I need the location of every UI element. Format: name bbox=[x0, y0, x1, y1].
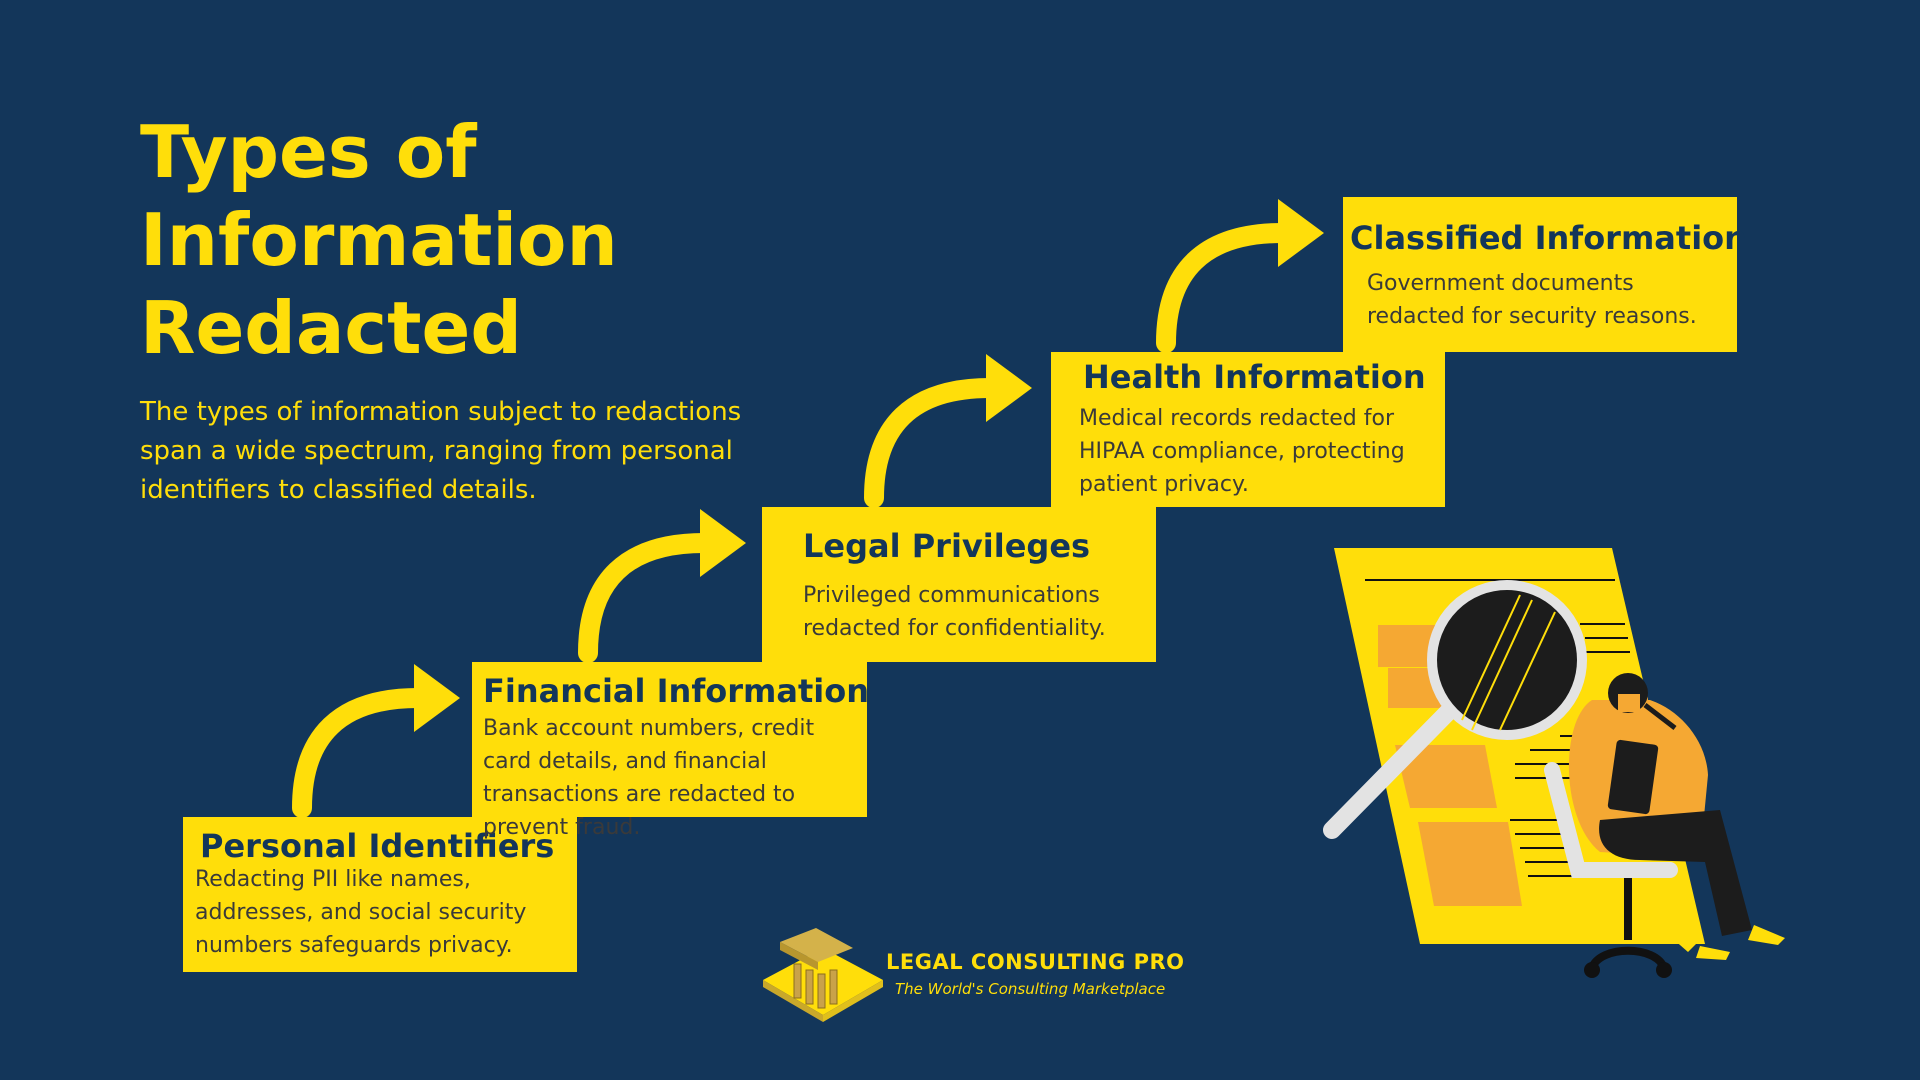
document-review-illustration bbox=[1323, 548, 1785, 978]
intro-text: The types of information subject to reda… bbox=[140, 397, 742, 505]
logo-name: LEGAL CONSULTING PRO bbox=[886, 950, 1185, 974]
step-description: Bank account numbers, credit card detail… bbox=[483, 716, 815, 840]
curved-arrow-icon bbox=[292, 664, 460, 818]
logo-tagline: The World's Consulting Marketplace bbox=[895, 980, 1166, 998]
person-icon bbox=[1568, 673, 1785, 960]
step-description: Privileged communications redacted for c… bbox=[803, 583, 1106, 641]
page-title-line: Information bbox=[140, 198, 618, 282]
step-title: Classified Information bbox=[1350, 219, 1747, 257]
step-legal-privileges: Legal Privileges Privileged communicatio… bbox=[762, 507, 1156, 662]
step-title: Health Information bbox=[1083, 358, 1426, 396]
curved-arrow-icon bbox=[1156, 199, 1324, 353]
curved-arrow-icon bbox=[864, 354, 1032, 508]
curved-arrow-icon bbox=[578, 509, 746, 663]
chair-icon bbox=[1544, 762, 1678, 978]
logo: LEGAL CONSULTING PRO The World's Consult… bbox=[758, 920, 1184, 1030]
page-title-line: Types of bbox=[140, 110, 477, 194]
step-description: Medical records redacted for HIPAA compl… bbox=[1079, 406, 1405, 497]
step-health-information: Health Information Medical records redac… bbox=[1051, 352, 1445, 507]
page-title-line: Redacted bbox=[140, 286, 522, 370]
magnifier-icon bbox=[1323, 580, 1587, 839]
step-title: Personal Identifiers bbox=[200, 827, 555, 865]
step-classified-information: Classified Information Government docume… bbox=[1343, 197, 1747, 352]
page-title: Types of Information Redacted bbox=[140, 108, 780, 372]
step-financial-information: Financial Information Bank account numbe… bbox=[472, 662, 869, 840]
step-personal-identifiers: Personal Identifiers Redacting PII like … bbox=[183, 817, 577, 972]
step-description: Redacting PII like names, addresses, and… bbox=[195, 867, 527, 958]
step-description: Government documents redacted for securi… bbox=[1367, 271, 1697, 329]
step-title: Legal Privileges bbox=[803, 527, 1091, 565]
courthouse-icon bbox=[763, 928, 883, 1022]
step-title: Financial Information bbox=[483, 672, 869, 710]
